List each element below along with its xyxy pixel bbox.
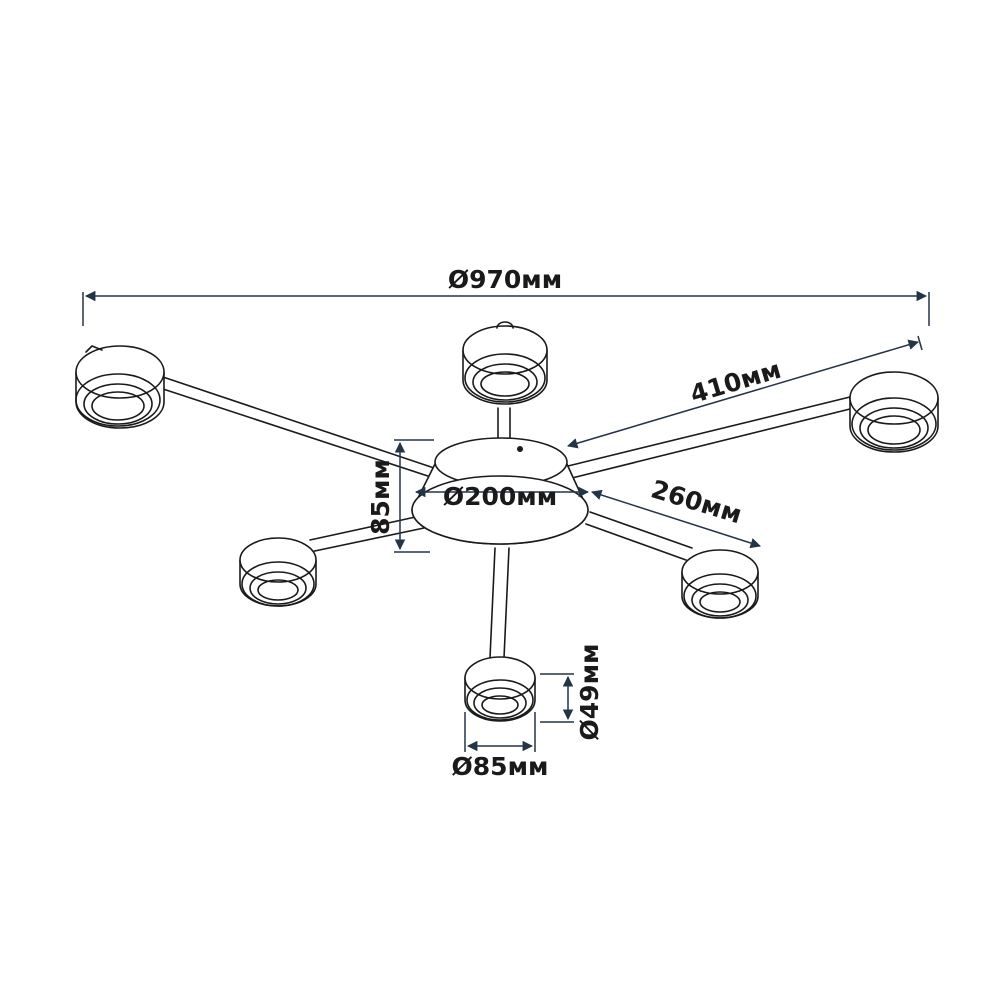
arm-right-short bbox=[589, 511, 693, 549]
arm-left-long-edge bbox=[159, 387, 441, 481]
arm-left-short bbox=[309, 515, 421, 541]
arm-front-edge bbox=[503, 547, 510, 659]
dimension-lines bbox=[82, 290, 930, 752]
arm-right-long-edge bbox=[571, 407, 855, 479]
arm-right-short-edge bbox=[585, 523, 687, 561]
label-lamp-height: Ø49мм bbox=[575, 644, 604, 741]
lamp-right bbox=[681, 549, 759, 619]
dim-long-arm-tick bbox=[917, 335, 923, 351]
label-base-height: 85мм bbox=[366, 459, 395, 535]
arm-left-long bbox=[159, 375, 441, 471]
dim-short-arm-line bbox=[591, 489, 761, 549]
arm-front bbox=[489, 547, 496, 659]
dim-long-arm-line bbox=[566, 339, 920, 449]
label-long-arm: 410мм bbox=[687, 355, 784, 409]
lamp-top-center bbox=[462, 321, 548, 405]
canopy-screw bbox=[517, 446, 523, 452]
lamp-top-right bbox=[849, 371, 939, 453]
lamp-left bbox=[239, 537, 317, 607]
arm-right-long bbox=[567, 395, 855, 467]
label-short-arm: 260мм bbox=[648, 474, 745, 529]
label-base-diameter: Ø200мм bbox=[443, 482, 557, 511]
label-overall-diameter: Ø970мм bbox=[448, 265, 562, 294]
lamp-top-left bbox=[75, 345, 165, 429]
lamp-front bbox=[464, 656, 536, 722]
label-lamp-diameter: Ø85мм bbox=[452, 752, 549, 781]
